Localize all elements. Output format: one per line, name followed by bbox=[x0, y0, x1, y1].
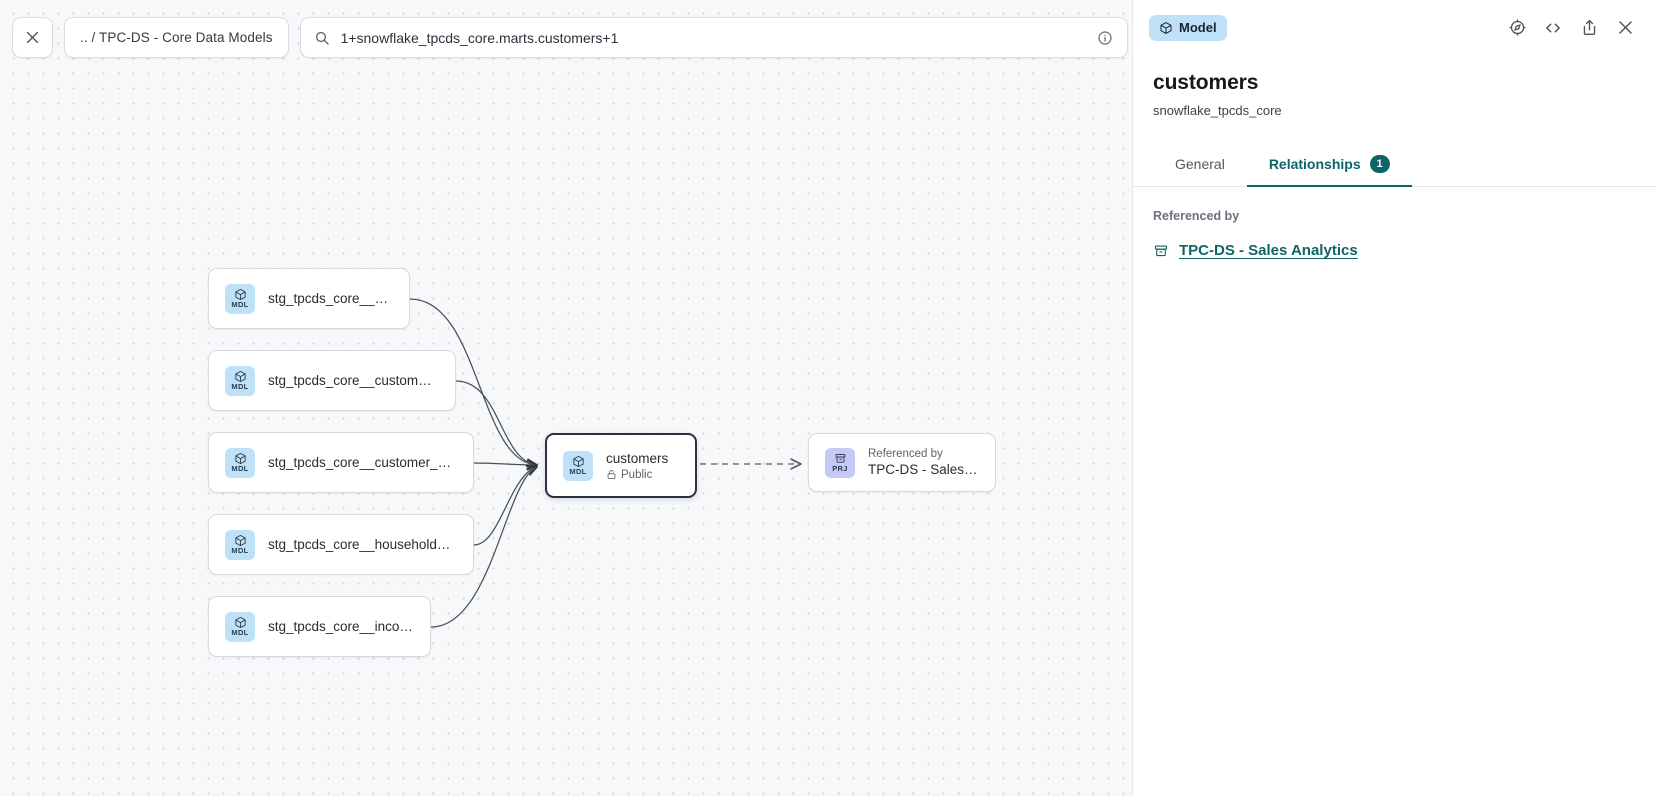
panel-close-button[interactable] bbox=[1612, 15, 1638, 41]
close-icon bbox=[1618, 21, 1632, 34]
project-icon bbox=[1154, 244, 1168, 256]
node-text: stg_tpcds_core__household_demogr… bbox=[268, 537, 457, 552]
panel-header: Model bbox=[1133, 0, 1656, 55]
close-icon bbox=[26, 31, 39, 44]
referenced-by-label: Referenced by bbox=[1153, 209, 1240, 223]
referenced-by-link[interactable]: TPC-DS - Sales Analytics bbox=[1179, 242, 1358, 259]
code-button[interactable] bbox=[1540, 15, 1566, 41]
graph-layer: MDL stg_tpcds_core__customer MDL stg_tpc… bbox=[208, 268, 1132, 657]
panel-title-block: customers snowflake_tpcds_core bbox=[1133, 55, 1656, 118]
edge-household-demographics-to-customers bbox=[473, 466, 537, 546]
graph-node-stg-customer-demographics[interactable]: MDL stg_tpcds_core__customer_demogra… bbox=[208, 432, 474, 493]
share-icon bbox=[1583, 19, 1595, 35]
model-badge: MDL bbox=[225, 365, 255, 396]
node-text: Referenced by TPC-DS - Sales Analytics bbox=[868, 448, 979, 477]
node-title: stg_tpcds_core__customer_address bbox=[268, 373, 439, 388]
tab-relationships-label: Relationships bbox=[1268, 156, 1361, 172]
node-text: stg_tpcds_core__income_band bbox=[268, 619, 414, 634]
code-icon bbox=[1546, 23, 1560, 32]
model-badge-label: MDL bbox=[231, 300, 249, 309]
search-input[interactable]: 1+snowflake_tpcds_core.marts.customers+1 bbox=[299, 17, 1128, 58]
model-badge-label: MDL bbox=[231, 628, 249, 637]
project-badge: PRJ bbox=[825, 447, 855, 478]
breadcrumb[interactable]: .. / TPC-DS - Core Data Models bbox=[64, 17, 289, 58]
explore-button[interactable] bbox=[1504, 15, 1530, 41]
node-text: stg_tpcds_core__customer_demogra… bbox=[268, 455, 457, 470]
cube-icon bbox=[572, 455, 584, 468]
node-title: stg_tpcds_core__customer_demogra… bbox=[268, 455, 457, 470]
node-visibility-label: Public bbox=[621, 468, 653, 481]
model-badge: MDL bbox=[225, 283, 255, 314]
project-badge-label: PRJ bbox=[832, 464, 848, 473]
cube-icon bbox=[234, 616, 246, 629]
search-value: 1+snowflake_tpcds_core.marts.customers+1 bbox=[340, 29, 619, 46]
lineage-canvas[interactable]: .. / TPC-DS - Core Data Models 1+snowfla… bbox=[0, 0, 1132, 796]
project-icon bbox=[835, 454, 845, 463]
model-badge: MDL bbox=[563, 450, 593, 481]
graph-node-stg-customer-address[interactable]: MDL stg_tpcds_core__customer_address bbox=[208, 350, 456, 411]
search-icon bbox=[315, 31, 329, 45]
node-title: TPC-DS - Sales Analytics bbox=[868, 462, 979, 477]
info-icon[interactable] bbox=[1097, 30, 1113, 46]
graph-node-project-sales-analytics[interactable]: PRJ Referenced by TPC-DS - Sales Analyti… bbox=[808, 433, 996, 492]
node-text: customers Public bbox=[606, 451, 668, 481]
edge-customer-to-customers bbox=[409, 298, 537, 465]
tab-relationships-count: 1 bbox=[1369, 155, 1390, 173]
node-title: stg_tpcds_core__household_demogr… bbox=[268, 537, 457, 552]
edge-customer-address-to-customers bbox=[455, 380, 537, 465]
graph-edges bbox=[409, 298, 1132, 628]
node-title: stg_tpcds_core__income_band bbox=[268, 619, 414, 634]
graph-node-stg-household-demographics[interactable]: MDL stg_tpcds_core__household_demogr… bbox=[208, 514, 474, 575]
graph-node-customers-selected[interactable]: MDL customers Public bbox=[545, 433, 697, 498]
canvas-toolbar: .. / TPC-DS - Core Data Models 1+snowfla… bbox=[12, 17, 1132, 58]
model-badge-label: MDL bbox=[231, 464, 249, 473]
graph-node-stg-customer[interactable]: MDL stg_tpcds_core__customer bbox=[208, 268, 410, 329]
node-visibility: Public bbox=[606, 469, 668, 481]
node-text: stg_tpcds_core__customer_address bbox=[268, 373, 439, 388]
cube-icon bbox=[234, 288, 246, 301]
cube-icon bbox=[234, 452, 246, 465]
edge-income-band-to-customers bbox=[430, 467, 537, 628]
cube-icon bbox=[1160, 21, 1172, 34]
cube-icon bbox=[234, 370, 246, 383]
lock-icon bbox=[607, 470, 616, 479]
tab-relationships[interactable]: Relationships 1 bbox=[1246, 145, 1412, 187]
relationships-body: Referenced by TPC-DS - Sales Analytics bbox=[1133, 187, 1656, 259]
tab-general[interactable]: General bbox=[1153, 145, 1247, 187]
share-button[interactable] bbox=[1576, 15, 1602, 41]
tab-general-label: General bbox=[1175, 156, 1225, 172]
entity-type-chip[interactable]: Model bbox=[1149, 14, 1227, 41]
compass-icon bbox=[1508, 19, 1526, 36]
node-eyebrow: Referenced by bbox=[868, 448, 943, 460]
node-title: stg_tpcds_core__customer bbox=[268, 291, 393, 306]
model-badge: MDL bbox=[225, 447, 255, 478]
node-text: stg_tpcds_core__customer bbox=[268, 291, 393, 306]
close-button[interactable] bbox=[12, 17, 53, 58]
model-badge-label: MDL bbox=[231, 546, 249, 555]
page-title: customers bbox=[1153, 71, 1259, 94]
details-panel: Model bbox=[1132, 0, 1656, 796]
referenced-by-item[interactable]: TPC-DS - Sales Analytics bbox=[1153, 242, 1636, 259]
model-badge-label: MDL bbox=[231, 382, 249, 391]
model-badge: MDL bbox=[225, 529, 255, 560]
panel-tabs: General Relationships 1 bbox=[1133, 145, 1656, 187]
model-badge: MDL bbox=[225, 611, 255, 642]
cube-icon bbox=[234, 534, 246, 547]
page-subtitle: snowflake_tpcds_core bbox=[1153, 103, 1282, 118]
entity-type-label: Model bbox=[1179, 20, 1217, 35]
node-title: customers bbox=[606, 450, 669, 466]
model-badge-label: MDL bbox=[569, 467, 587, 476]
graph-node-stg-income-band[interactable]: MDL stg_tpcds_core__income_band bbox=[208, 596, 431, 657]
